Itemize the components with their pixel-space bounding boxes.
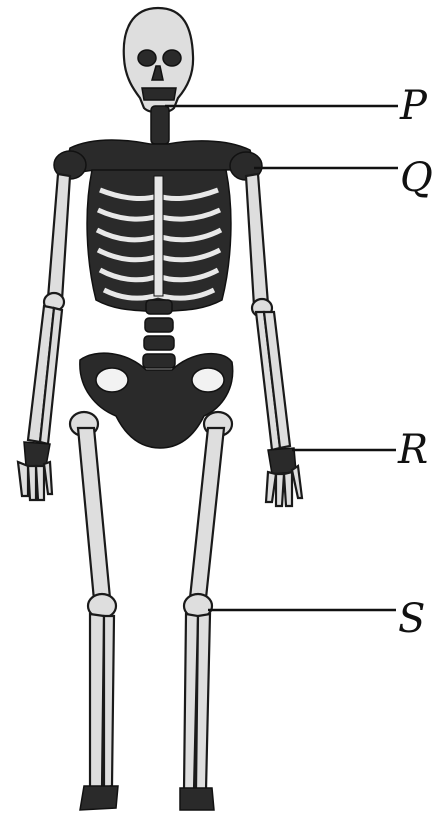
left-hand	[18, 442, 52, 500]
rib-cage	[87, 170, 231, 312]
right-arm	[246, 174, 290, 450]
label-s: S	[398, 599, 425, 639]
left-leg	[70, 412, 118, 810]
cervical-spine	[151, 106, 169, 144]
lumbar-spine	[143, 300, 175, 368]
label-r: R	[398, 430, 428, 470]
right-hand	[266, 448, 302, 506]
left-arm	[28, 174, 70, 444]
label-p: P	[400, 86, 427, 126]
label-q: Q	[400, 158, 433, 198]
skull	[124, 8, 193, 113]
